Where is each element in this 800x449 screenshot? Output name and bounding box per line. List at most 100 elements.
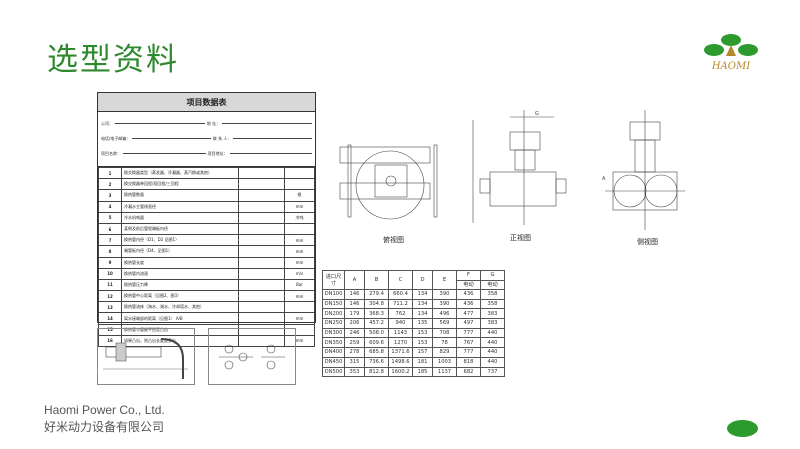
row-value [238, 222, 285, 236]
row-value [238, 278, 285, 292]
figure-1-sketch [97, 328, 195, 385]
table-cell: 1600.2 [388, 366, 413, 378]
row-label: 冷水机吨量 [121, 211, 239, 224]
table-cell: 153 [412, 327, 433, 339]
company-name-en: Haomi Power Co., Ltd. [44, 403, 165, 417]
table-cell: DN400 [322, 347, 345, 358]
row-unit: 根 [284, 189, 315, 202]
table-cell: 777 [456, 347, 481, 358]
row-number: 13 [98, 301, 122, 314]
table-cell: 609.6 [364, 337, 389, 349]
table-cell: 508.0 [364, 327, 389, 339]
row-unit: mm [284, 312, 315, 325]
figure-2-sketch [208, 328, 296, 385]
row-number: 5 [98, 211, 122, 224]
row-number: 6 [98, 222, 122, 236]
table-cell: 1371.6 [388, 347, 413, 358]
row-label: 换交换器单回程/双回程/三回程 [121, 178, 239, 191]
table-cell: 682 [456, 366, 481, 378]
row-label: 换热管长度 [121, 256, 239, 269]
table-cell: 440 [480, 327, 505, 339]
table-cell: 259 [344, 337, 365, 349]
company-name-cn: 好米动力设备有限公司 [44, 420, 165, 434]
table-cell: DN150 [322, 298, 345, 310]
row-value [238, 211, 285, 224]
form-title: 项目数据表 [98, 93, 315, 112]
column-subheader: 电动 [456, 279, 481, 290]
row-unit [284, 301, 315, 314]
table-cell: 1143 [388, 327, 413, 339]
row-value [238, 256, 285, 269]
row-unit: mm [284, 334, 315, 348]
row-value [238, 200, 285, 213]
project-data-sheet: 项目数据表 公司：地 址： 电话/电子邮箱：联 系 人： 项目名称：项目地址： … [97, 92, 316, 348]
table-cell: 440 [480, 347, 505, 358]
table-cell: 812.8 [364, 366, 389, 378]
table-cell: 185 [412, 366, 433, 378]
table-cell: 737 [480, 366, 505, 378]
contact-label: 联 系 人： [212, 135, 232, 141]
top-view-label: 俯视图 [383, 236, 404, 244]
table-cell: 940 [388, 318, 413, 329]
column-header: 进口尺寸 [322, 270, 345, 290]
table-cell: DN500 [322, 366, 345, 378]
table-cell: 368.3 [364, 308, 389, 320]
table-cell: 736.6 [364, 356, 389, 368]
row-label: 换热管内流速 [121, 267, 239, 280]
column-header: B [364, 270, 389, 290]
table-cell: 436 [456, 289, 481, 300]
column-header: F [456, 270, 481, 281]
row-number: 7 [98, 234, 122, 247]
table-cell: 383 [480, 318, 505, 329]
row-label: 端管板内径（D4、见图1） [121, 245, 239, 258]
row-unit: Bar [284, 278, 315, 292]
table-cell: 708 [432, 327, 457, 339]
top-view-drawing [339, 144, 438, 220]
row-number: 1 [98, 166, 122, 180]
side-view-drawing: A [602, 110, 685, 230]
table-cell: 134 [412, 308, 433, 320]
front-view-drawing: G [472, 110, 567, 225]
project-label: 项目名称： [101, 150, 121, 156]
table-cell: 477 [456, 308, 481, 320]
row-value [238, 267, 285, 280]
side-view-label: 侧视图 [637, 238, 658, 246]
table-cell: 279.4 [364, 289, 389, 300]
table-cell: 1498.6 [388, 356, 413, 368]
row-label: 换热管数量 [121, 189, 239, 202]
table-cell: DN300 [322, 327, 345, 339]
table-cell: 304.8 [364, 298, 389, 310]
row-label: 冷凝水主管线直径 [121, 200, 239, 213]
row-label: 换热管中心距离（见图2、图3） [121, 290, 239, 303]
table-cell: 135 [412, 318, 433, 329]
row-number: 9 [98, 256, 122, 269]
table-cell: 78 [432, 337, 457, 349]
table-cell: 1003 [432, 356, 457, 368]
table-cell: 711.2 [388, 298, 413, 310]
row-number: 12 [98, 290, 122, 303]
row-label: 换热管流体（海水、湖水、冷却塔水、其他） [121, 301, 239, 314]
table-cell: 390 [432, 298, 457, 310]
table-cell: 777 [456, 327, 481, 339]
table-cell: 146 [344, 289, 365, 300]
row-value [238, 312, 285, 325]
svg-text:HAOMI: HAOMI [711, 61, 751, 72]
row-value [238, 290, 285, 303]
table-cell: 685.8 [364, 347, 389, 358]
table-cell: 179 [344, 308, 365, 320]
phone-label: 电话/电子邮箱： [101, 135, 131, 141]
svg-text:G: G [535, 111, 539, 117]
